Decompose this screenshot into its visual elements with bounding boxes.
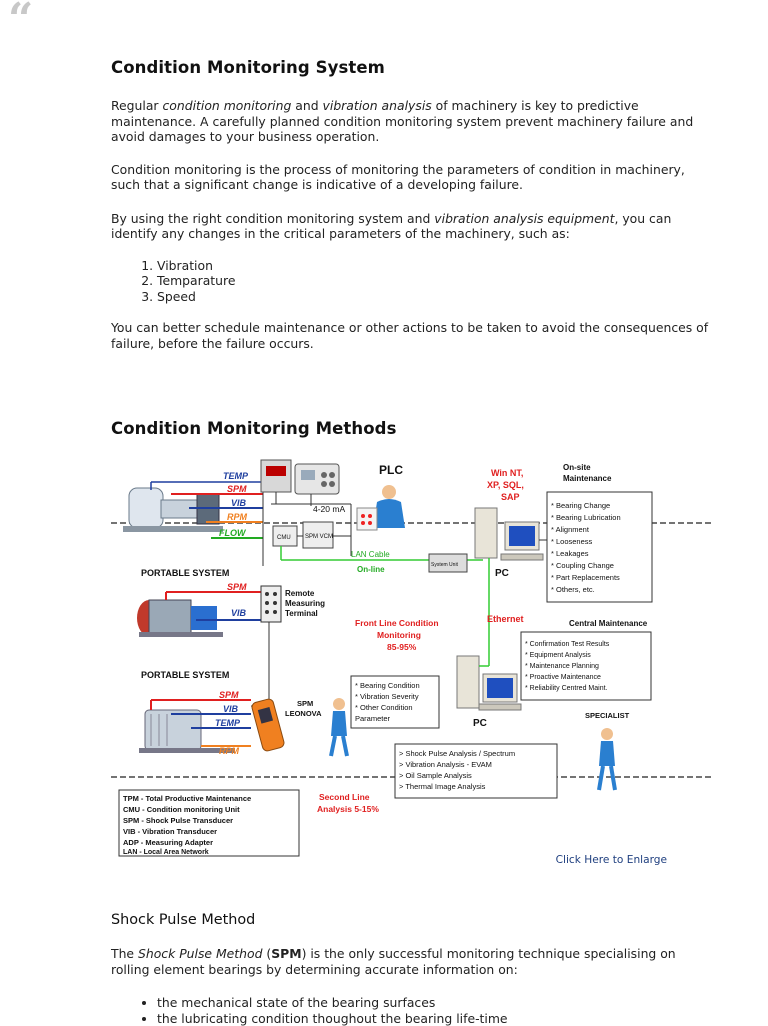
label-plc: PLC — [379, 463, 403, 477]
svg-text:SPM - Shock Pulse Transducer: SPM - Shock Pulse Transducer — [123, 816, 233, 825]
label-online: On-line — [357, 565, 385, 574]
svg-text:* Proactive Maintenance: * Proactive Maintenance — [525, 674, 601, 681]
svg-text:> Vibration Analysis - EVAM: > Vibration Analysis - EVAM — [399, 760, 492, 769]
svg-text:* Looseness: * Looseness — [551, 537, 593, 546]
operator-icon — [357, 485, 405, 530]
label-portable-system: PORTABLE SYSTEM — [141, 568, 229, 578]
svg-text:* Vibration Severity: * Vibration Severity — [355, 692, 419, 701]
label-specialist: SPECIALIST — [585, 711, 630, 720]
article: Condition Monitoring System Regular cond… — [111, 58, 711, 1026]
label-win: Win NT, — [491, 468, 523, 478]
svg-text:* Coupling Change: * Coupling Change — [551, 561, 614, 570]
svg-text:* Others, etc.: * Others, etc. — [551, 585, 595, 594]
list-item: Temparature — [157, 273, 711, 289]
label-vib: VIB — [231, 498, 247, 508]
section-title-methods: Condition Monitoring Methods — [111, 419, 711, 438]
parameters-list: Vibration Temparature Speed — [111, 258, 711, 305]
svg-text:Measuring: Measuring — [285, 599, 325, 608]
svg-text:> Thermal Image Analysis: > Thermal Image Analysis — [399, 782, 486, 791]
list-item: Vibration — [157, 258, 711, 274]
svg-text:XP, SQL,: XP, SQL, — [487, 480, 524, 490]
label-flow: FLOW — [219, 528, 247, 538]
svg-text:LEONOVA: LEONOVA — [285, 709, 322, 718]
svg-text:* Confirmation Test Results: * Confirmation Test Results — [525, 641, 610, 648]
label-cmu: CMU — [277, 535, 291, 541]
svg-text:85-95%: 85-95% — [387, 642, 417, 652]
svg-text:* Reliability Centred Maint.: * Reliability Centred Maint. — [525, 685, 608, 692]
label-spm-3: SPM — [219, 690, 239, 700]
label-remote: Remote — [285, 589, 315, 598]
enlarge-link[interactable]: Click Here to Enlarge — [556, 854, 667, 866]
spm-list: the mechanical state of the bearing surf… — [111, 995, 711, 1026]
label-onsite: On-site — [563, 463, 591, 472]
svg-text:CMU - Condition monitoring Uni: CMU - Condition monitoring Unit — [123, 805, 240, 814]
svg-text:TPM - Total Productive Mainten: TPM - Total Productive Maintenance — [123, 794, 251, 803]
label-spm-2: SPM — [227, 582, 247, 592]
paragraph-definition: Condition monitoring is the process of m… — [111, 162, 711, 193]
quote-mark-icon: “ — [8, 0, 33, 42]
svg-text:Analysis 5-15%: Analysis 5-15% — [317, 804, 379, 814]
label-spm-vcm: SPM VCM — [305, 534, 333, 540]
label-frontline: Front Line Condition — [355, 618, 439, 628]
list-item: Speed — [157, 289, 711, 305]
svg-text:* Leakages: * Leakages — [551, 549, 589, 558]
svg-text:> Shock Pulse Analysis / Spect: > Shock Pulse Analysis / Spectrum — [399, 749, 515, 758]
svg-text:Parameter: Parameter — [355, 714, 391, 723]
technician-icon — [331, 698, 347, 756]
svg-text:ADP - Measuring Adapter: ADP - Measuring Adapter — [123, 838, 213, 847]
paragraph-right-system: By using the right condition monitoring … — [111, 211, 711, 242]
svg-text:LAN - Local Area Network: LAN - Local Area Network — [123, 849, 209, 856]
diagram-svg: TEMP SPM VIB RPM FLOW 4-20 mA PLC — [111, 456, 711, 874]
svg-text:* Alignment: * Alignment — [551, 525, 590, 534]
svg-text:Monitoring: Monitoring — [377, 630, 421, 640]
svg-text:* Bearing Lubrication: * Bearing Lubrication — [551, 513, 621, 522]
label-system-unit: System Unit — [431, 562, 459, 568]
motor-icon — [137, 600, 223, 637]
label-pc: PC — [495, 568, 509, 579]
label-second-line: Second Line — [319, 792, 370, 802]
label-pc-2: PC — [473, 718, 487, 729]
monitor-device-icon — [261, 460, 339, 494]
label-spm: SPM — [227, 484, 247, 494]
remote-terminal — [261, 586, 281, 622]
pc-icon — [475, 508, 543, 560]
paragraph-intro: Regular condition monitoring and vibrati… — [111, 98, 711, 145]
paragraph-spm: The Shock Pulse Method (SPM) is the only… — [111, 946, 711, 977]
svg-text:* Equipment Analysis: * Equipment Analysis — [525, 652, 591, 659]
label-rpm: RPM — [227, 512, 248, 522]
svg-text:* Part Replacements: * Part Replacements — [551, 573, 620, 582]
svg-text:> Oil Sample Analysis: > Oil Sample Analysis — [399, 771, 472, 780]
section-title-condition-monitoring-system: Condition Monitoring System — [111, 58, 711, 77]
label-vib-2: VIB — [231, 608, 247, 618]
label-ethernet: Ethernet — [487, 614, 524, 624]
svg-text:* Other Condition: * Other Condition — [355, 703, 413, 712]
svg-text:VIB - Vibration Transducer: VIB - Vibration Transducer — [123, 827, 217, 836]
section-title-shock-pulse: Shock Pulse Method — [111, 912, 711, 928]
label-temp-3: TEMP — [215, 718, 241, 728]
label-leonova: SPM — [297, 699, 313, 708]
label-lan-cable: LAN Cable — [351, 550, 390, 559]
svg-text:Maintenance: Maintenance — [563, 474, 612, 483]
label-temp: TEMP — [223, 471, 249, 481]
specialist-icon — [599, 728, 615, 790]
paragraph-schedule: You can better schedule maintenance or o… — [111, 320, 711, 351]
label-rpm-3: RPM — [219, 746, 240, 756]
svg-text:* Maintenance Planning: * Maintenance Planning — [525, 663, 599, 670]
list-item: the mechanical state of the bearing surf… — [157, 995, 711, 1011]
leonova-device-icon — [251, 698, 285, 752]
svg-text:* Bearing Change: * Bearing Change — [551, 501, 610, 510]
svg-text:Terminal: Terminal — [285, 609, 318, 618]
label-4-20ma: 4-20 mA — [313, 504, 345, 514]
label-portable-system-2: PORTABLE SYSTEM — [141, 670, 229, 680]
svg-text:* Bearing Condition: * Bearing Condition — [355, 681, 420, 690]
condition-monitoring-diagram[interactable]: TEMP SPM VIB RPM FLOW 4-20 mA PLC — [111, 456, 711, 874]
svg-text:SAP: SAP — [501, 492, 520, 502]
label-central: Central Maintenance — [569, 619, 648, 628]
label-vib-3: VIB — [223, 704, 239, 714]
